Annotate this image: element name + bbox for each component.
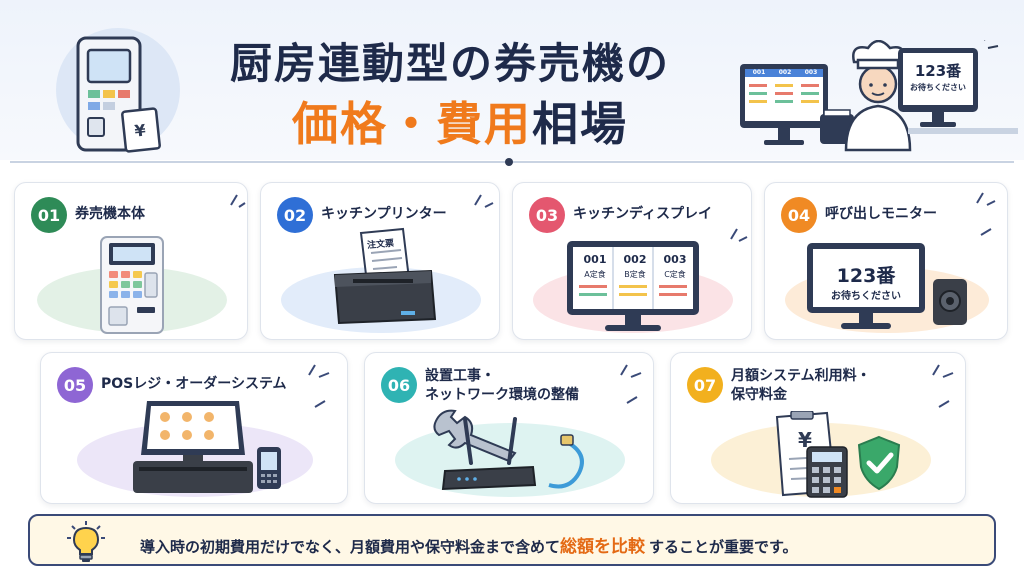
calculator-icon	[806, 446, 848, 498]
order-item-2: B定食	[624, 270, 646, 279]
card-monthly-fee: 07 月額システム利用料・保守料金 ¥	[670, 352, 966, 504]
order-item-3: C定食	[664, 270, 686, 279]
tip-accent: 総額を比較	[560, 537, 646, 557]
sparkle-icon	[976, 192, 996, 236]
wrench-icon	[433, 409, 517, 463]
order-id-2: 002	[623, 253, 647, 266]
sparkle-icon	[474, 194, 494, 208]
sparkle-icon	[308, 364, 330, 408]
kitchen-display-icon	[567, 241, 699, 331]
kitchen-screen-label-1: 001	[752, 69, 766, 76]
card-title: 設置工事・ネットワーク環境の整備	[425, 367, 579, 405]
page-title: 厨房連動型の券売機の	[229, 39, 670, 88]
sparkle-icon	[620, 364, 642, 404]
svg-text:¥: ¥	[798, 428, 812, 452]
title-rest: 相場	[532, 97, 628, 151]
card-ticket-machine: 01 券売機本体	[14, 182, 248, 340]
kitchen-screen-label-2: 002	[778, 69, 792, 76]
ticket-label: 注文票	[366, 238, 395, 252]
card-pos-register: 05 POSレジ・オーダーシステム	[40, 352, 348, 504]
card-kitchen-printer: 02 キッチンプリンター 注文票	[260, 182, 500, 340]
sparkle-icon	[230, 194, 246, 208]
card-number: 01	[31, 197, 67, 233]
order-id-3: 003	[663, 253, 687, 266]
router-icon	[441, 417, 537, 491]
printer-icon	[333, 227, 437, 325]
page-subtitle: 価格・費用相場	[250, 88, 670, 154]
call-message: お待ちください	[831, 291, 901, 302]
card-title-line1: 月額システム利用料・	[731, 368, 871, 384]
lightbulb-icon	[67, 521, 105, 562]
tip-after: することが重要です。	[649, 538, 798, 556]
order-id-1: 001	[583, 253, 607, 266]
kitchen-screen-label-3: 003	[804, 69, 818, 76]
pos-register-icon	[133, 401, 281, 493]
call-monitor-message: お待ちください	[910, 83, 966, 92]
svg-text:¥: ¥	[134, 121, 147, 141]
card-title: 券売機本体	[75, 206, 145, 222]
card-number: 06	[381, 367, 417, 403]
shield-check-icon	[857, 435, 901, 491]
title-accent: 価格・費用	[292, 97, 532, 151]
card-title: キッチンプリンター	[321, 206, 447, 222]
card-number: 03	[529, 197, 565, 233]
sparkle-icon	[932, 364, 954, 408]
card-title-line2: 保守料金	[731, 387, 787, 403]
card-kitchen-display: 03 キッチンディスプレイ 001 002 003 A定食 B定食 C定食	[512, 182, 752, 340]
call-monitor-number: 123番	[914, 62, 962, 80]
card-title: 月額システム利用料・保守料金	[731, 367, 871, 405]
ticket-machine-icon: ¥	[56, 28, 180, 153]
card-title: 呼び出しモニター	[825, 206, 937, 222]
card-number: 07	[687, 367, 723, 403]
ticket-machine-icon	[100, 236, 164, 334]
order-item-1: A定食	[584, 270, 606, 279]
call-number: 123番	[836, 265, 896, 287]
card-number: 05	[57, 367, 93, 403]
tip-before: 導入時の初期費用だけでなく、月額費用や保守料金まで含めて	[140, 538, 561, 556]
card-number: 04	[781, 197, 817, 233]
divider-dot	[505, 158, 513, 166]
call-monitor-icon	[807, 243, 967, 329]
tip-text: 導入時の初期費用だけでなく、月額費用や保守料金まで含めて総額を比較することが重要…	[140, 532, 798, 557]
card-title: POSレジ・オーダーシステム	[101, 376, 287, 392]
card-installation: 06 設置工事・ネットワーク環境の整備	[364, 352, 654, 504]
card-title: キッチンディスプレイ	[573, 206, 713, 222]
card-title-line2: ネットワーク環境の整備	[425, 387, 579, 403]
header-scene: 001 002 003 123番 お待ちください	[738, 40, 1018, 156]
sparkle-icon	[730, 228, 748, 242]
cable-icon	[548, 434, 584, 489]
tip-box: 導入時の初期費用だけでなく、月額費用や保守料金まで含めて総額を比較することが重要…	[28, 514, 996, 566]
card-number: 02	[277, 197, 313, 233]
card-call-monitor: 04 呼び出しモニター 123番 お待ちください	[764, 182, 1008, 340]
card-title-line1: 設置工事・	[425, 368, 495, 384]
